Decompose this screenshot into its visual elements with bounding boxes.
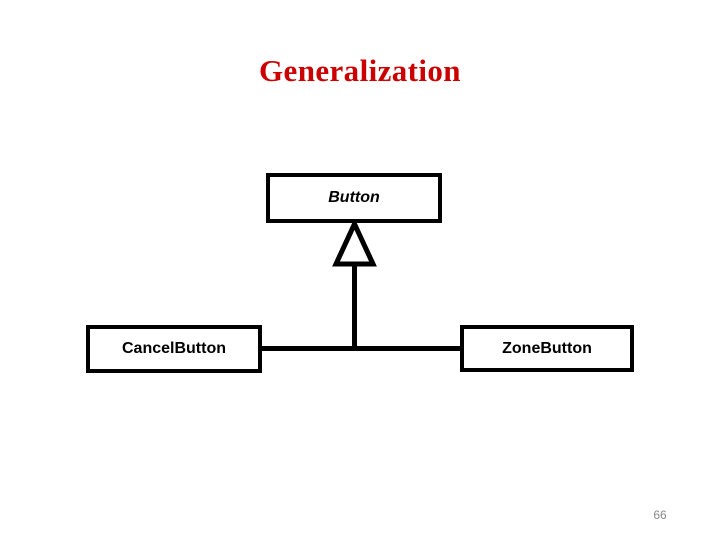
uml-class-name: CancelButton: [122, 340, 226, 357]
page-number: 66: [653, 508, 667, 522]
uml-class-cancelbutton[interactable]: CancelButton: [86, 325, 262, 373]
generalization-triangle-arrowhead: [332, 218, 377, 267]
uml-class-zonebutton[interactable]: ZoneButton: [460, 325, 634, 372]
uml-class-name: ZoneButton: [502, 339, 592, 357]
page-title: Generalization: [259, 53, 461, 88]
uml-class-name: Button: [328, 189, 380, 206]
uml-class-button[interactable]: Button: [266, 173, 442, 223]
